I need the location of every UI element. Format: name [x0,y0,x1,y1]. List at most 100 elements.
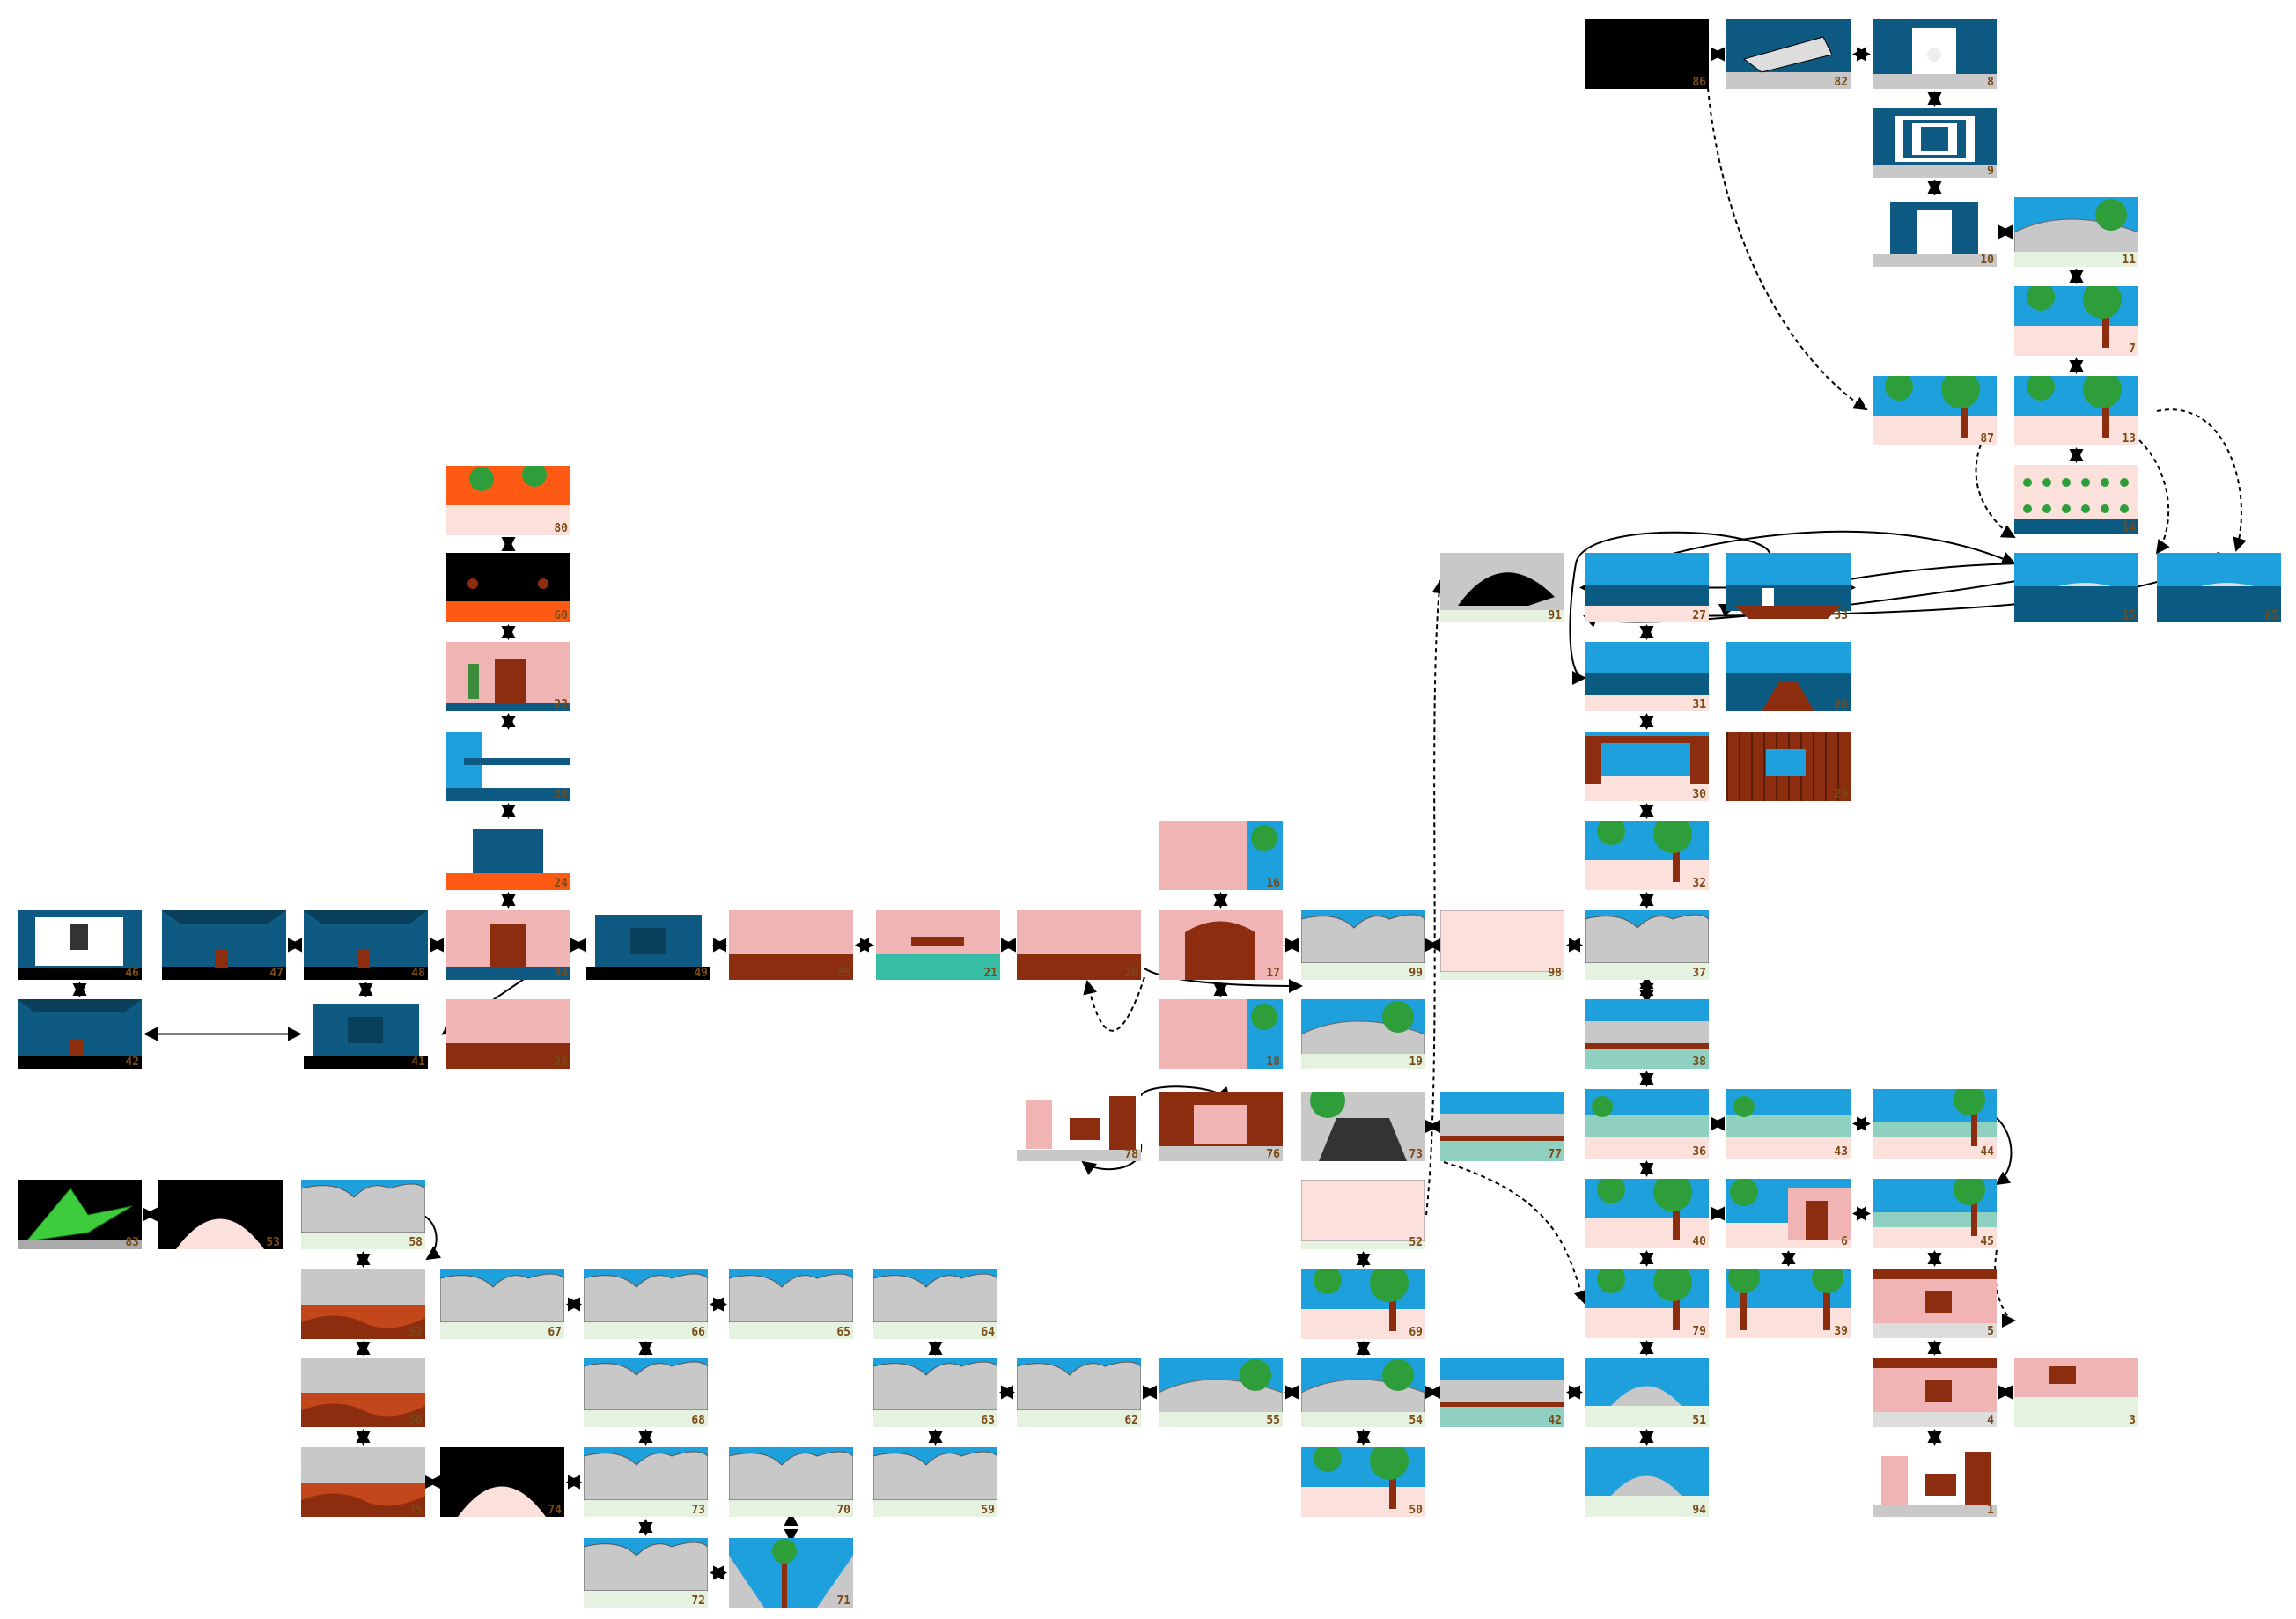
room-number-label: 10 [1980,254,1994,267]
room-number-label: 76 [1266,1148,1280,1161]
room-number-label: 31 [1692,698,1706,711]
room-64: 64 [873,1269,997,1339]
room-10: 10 [1873,197,1997,267]
room-number-label: 41 [411,1056,425,1069]
room-number-label: 99 [1409,967,1423,980]
room-83: 83 [18,1180,142,1249]
room-82: 82 [1726,19,1851,89]
room-5: 5 [1873,1269,1997,1338]
room-18: 18 [1159,999,1283,1069]
room-72: 72 [584,1538,708,1608]
room-number-label: 45 [1980,1235,1994,1248]
room-59: 59 [873,1447,997,1517]
room-57: 57 [301,1269,425,1339]
room-number-label: 80 [554,522,568,535]
room-number-label: 69 [1409,1326,1423,1339]
room-number-label: 62 [1124,1414,1138,1427]
room-number-label: 39 [1834,1325,1848,1338]
room-35: 35 [729,910,853,980]
room-number-label: 94 [1692,1504,1706,1517]
room-38: 38 [1585,999,1709,1069]
room-70: 70 [729,1447,853,1517]
room-39: 39 [1726,1269,1851,1338]
room-37: 37 [1585,910,1709,980]
room-number-label: 44 [1980,1145,1994,1159]
room-6: 6 [1726,1179,1851,1248]
room-number-label: 57 [408,1326,423,1339]
room-53: 53 [158,1180,283,1249]
room-56: 56 [301,1358,425,1427]
room-number-label: 51 [1692,1414,1706,1427]
room-number-label: 91 [1548,609,1562,622]
room-number-label: 87 [1980,432,1994,445]
room-number-label: 36 [1692,1145,1706,1159]
room-24: 24 [446,821,570,890]
room-91: 91 [1440,553,1564,622]
room-1: 1 [1873,1447,1997,1517]
room-75: 75 [301,1447,425,1517]
room-number-label: 42 [125,1056,139,1069]
room-number-label: 14 [2122,521,2136,534]
room-51: 51 [1585,1358,1709,1427]
room-number-label: 1 [1987,1504,1994,1517]
room-number-label: 68 [691,1414,705,1427]
room-connections [72,47,2247,1580]
room-20: 20 [1017,910,1141,980]
room-number-label: 26 [1834,698,1848,711]
room-52: 52 [1301,1180,1425,1249]
room-78: 78 [1017,1092,1141,1161]
room-number-label: 65 [836,1326,850,1339]
room-number-label: 47 [269,967,283,980]
room-34: 34 [446,910,570,980]
room-number-label: 29 [1834,788,1848,801]
room-30: 30 [1585,732,1709,801]
room-number-label: 13 [2122,432,2136,445]
room-27: 27 [1585,553,1709,622]
room-48: 48 [304,910,428,980]
room-number-label: 24 [554,877,568,890]
room-8: 8 [1873,19,1997,89]
room-number-label: 56 [408,1414,423,1427]
room-99: 99 [1301,910,1425,980]
room-number-label: 74 [548,1504,562,1517]
room-28: 28 [446,732,570,801]
room-33: 33 [1726,553,1851,622]
room-number-label: 6 [1841,1235,1848,1248]
room-76: 76 [1159,1092,1283,1161]
room-number-label: 98 [1548,967,1562,980]
room-94: 94 [1585,1447,1709,1517]
room-49: 49 [586,910,710,980]
room-number-label: 79 [1692,1325,1706,1338]
room-number-label: 73 [691,1504,705,1517]
room-9: 9 [1873,108,1997,178]
room-77: 77 [1440,1092,1564,1161]
room-45: 45 [1873,1179,1997,1248]
room-number-label: 38 [1692,1056,1706,1069]
room-87: 87 [1873,376,1997,445]
room-number-label: 75 [408,1504,423,1517]
room-number-label: 64 [981,1326,995,1339]
room-number-label: 58 [408,1236,423,1249]
room-4: 4 [1873,1358,1997,1427]
room-number-label: 82 [1834,76,1848,89]
room-number-label: 52 [1409,1236,1423,1249]
room-42: 42 [18,999,142,1069]
room-number-label: 43 [1834,1145,1848,1159]
room-number-label: 77 [1548,1148,1562,1161]
room-number-label: 48 [411,967,425,980]
room-63: 63 [873,1358,997,1427]
room-79: 79 [1585,1269,1709,1338]
room-69: 69 [1301,1269,1425,1339]
room-number-label: 35 [836,967,850,980]
room-80: 80 [446,466,570,535]
room-number-label: 5 [1987,1325,1994,1338]
room-41: 41 [304,999,428,1069]
room-11: 11 [2014,197,2138,267]
room-36: 36 [1585,1089,1709,1159]
room-46: 46 [18,910,142,980]
room-number-label: 20 [1124,967,1138,980]
room-number-label: 4 [1987,1414,1994,1427]
room-number-label: 34 [554,967,568,980]
room-43: 43 [1726,1089,1851,1159]
